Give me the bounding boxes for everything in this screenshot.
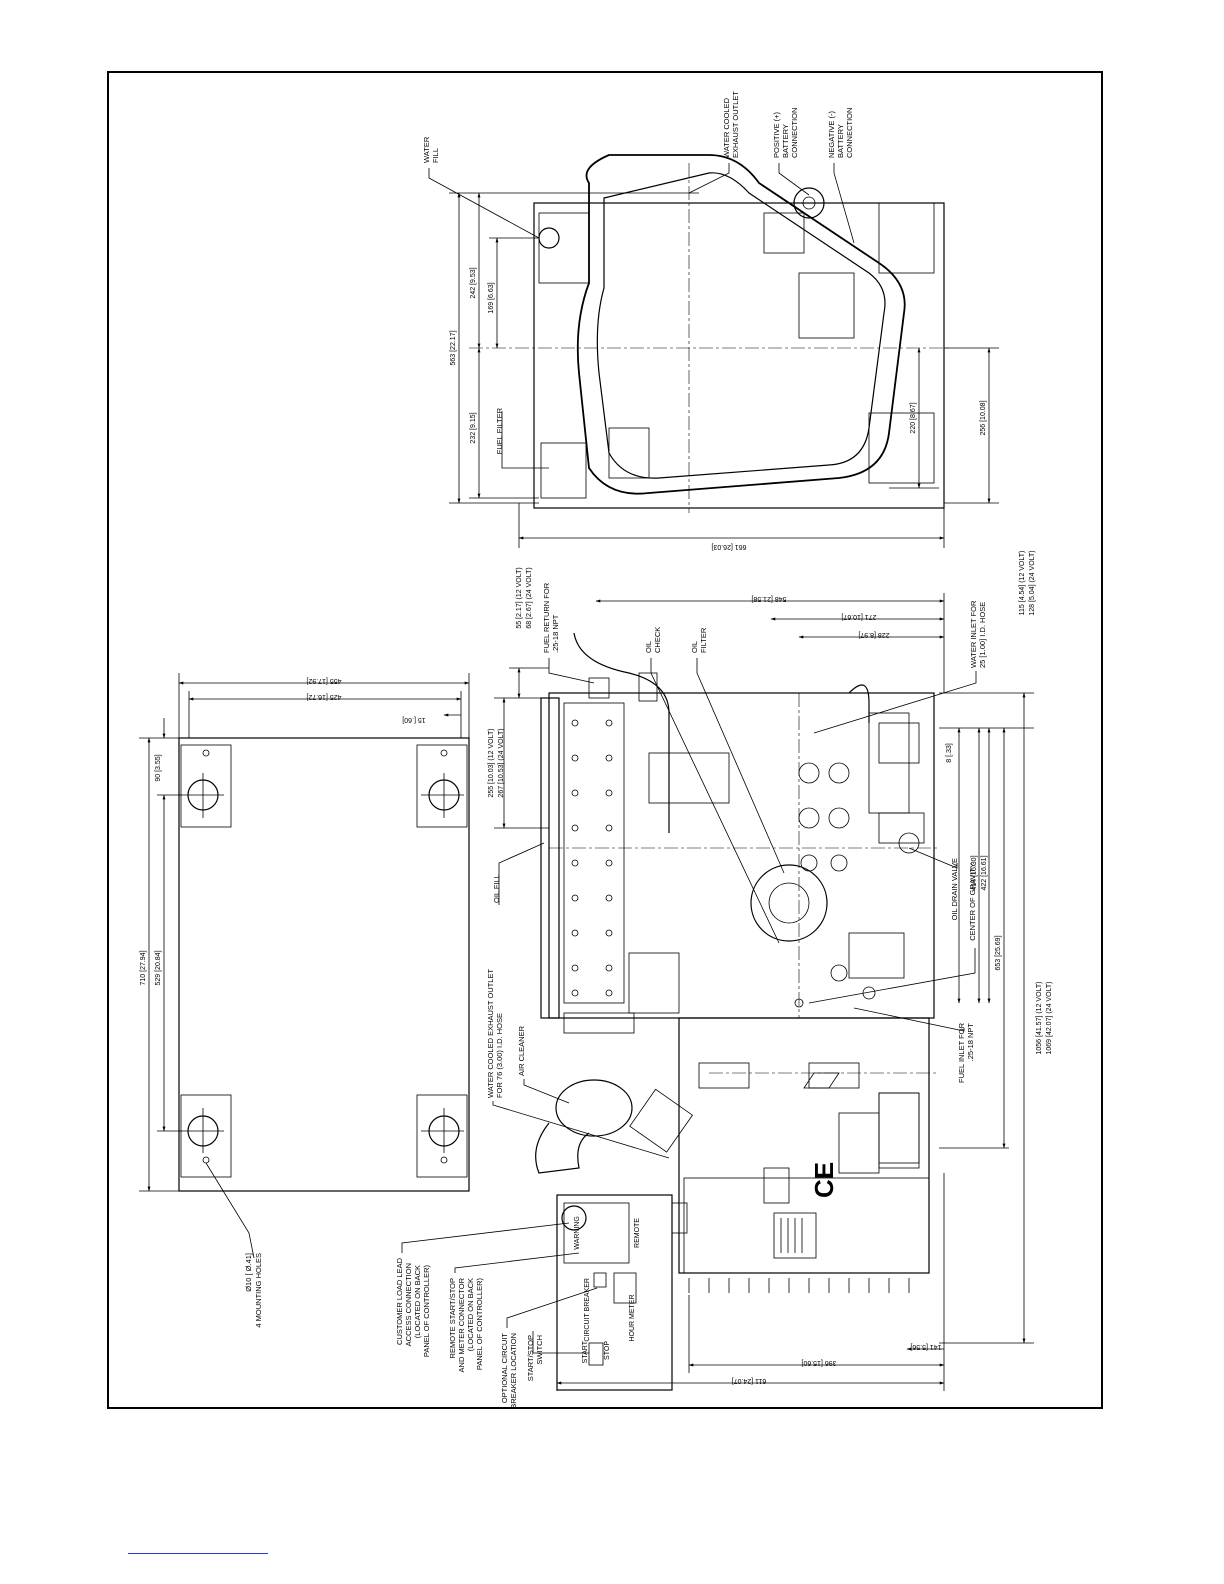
dim-15: 15 [.60] <box>402 716 425 723</box>
exhaust-hose <box>576 154 906 495</box>
generator-housing <box>678 1017 930 1274</box>
label-cog: CENTER OF GRAVITY <box>968 863 977 941</box>
label-exhaust-outlet-1: WATER COOLED EXHAUST OUTLET <box>486 969 495 1098</box>
label-oil-filter-1: OIL <box>690 641 699 653</box>
label-pos-battery-1: POSITIVE (+) <box>772 111 781 158</box>
label-remote-start-4: PANEL OF CONTROLLER) <box>475 1278 484 1371</box>
dim-710: 710 [27.94] <box>140 950 147 985</box>
dim-529: 529 [20.84] <box>155 950 162 985</box>
dim-1069: 1069 [42.07] (24 VOLT) <box>1046 981 1053 1054</box>
label-fuel-inlet-2: .25-18 NPT <box>966 1023 975 1062</box>
label-oil-check-1: OIL <box>644 641 653 653</box>
mounting-hole-bl <box>179 1094 232 1178</box>
dim-256: 256 [10.08] <box>980 400 987 435</box>
dim-422: 422 [16.61] <box>981 855 988 890</box>
label-oil-fill: OIL FILL <box>492 874 501 903</box>
dim-396: 396 [15.60] <box>801 1359 836 1366</box>
label-customer-load-1: CUSTOMER LOAD LEAD <box>395 1257 404 1345</box>
dim-90: 90 [3.55] <box>155 754 162 781</box>
dim-242: 242 [9.53] <box>470 267 477 298</box>
label-remote-start-2: AND METER CONNECTOR <box>457 1277 466 1372</box>
end-view: 563 [22.17] 242 [9.53] 169 [6.63] 232 [9… <box>422 91 999 550</box>
label-oil-filter-2: FILTER <box>699 627 708 653</box>
label-neg-battery-1: NEGATIVE (-) <box>827 111 836 158</box>
mounting-plate <box>178 737 470 1192</box>
dim-271: 271 [10.67] <box>841 613 876 620</box>
label-air-cleaner: AIR CLEANER <box>517 1025 526 1076</box>
dim-267: 267 [10.53] (24 VOLT) <box>498 728 505 797</box>
dim-455: 455 [17.92] <box>306 677 341 684</box>
label-exhaust-outlet-2: FOR 76 (3.00) I.D. HOSE <box>495 1013 504 1098</box>
dim-255: 255 [10.03] (12 VOLT) <box>488 728 495 797</box>
panel-hour-meter: HOUR METER <box>629 1294 636 1341</box>
mounting-hole-tl <box>179 744 232 828</box>
label-pos-battery-3: CONNECTION <box>790 108 799 158</box>
air-cleaner <box>555 1079 633 1137</box>
dim-141: 141 [5.56] <box>910 1343 941 1350</box>
mounting-plate-view: 710 [27.94] 529 [20.84] 90 [3.55] 455 [1… <box>139 673 470 1328</box>
controller-box <box>556 1194 673 1391</box>
label-exhaust-end-2: EXHAUST OUTLET <box>731 91 740 158</box>
label-start-stop-1: START/STOP <box>526 1335 535 1381</box>
dim-548: 548 [21.58] <box>751 595 786 602</box>
drawing-frame: 710 [27.94] 529 [20.84] 90 [3.55] 455 [1… <box>107 71 1103 1409</box>
mounting-holes-label: 4 MOUNTING HOLES <box>254 1253 263 1328</box>
footer-link-rule <box>128 1553 268 1554</box>
label-neg-battery-3: CONNECTION <box>845 108 854 158</box>
dim-653: 653 [25.69] <box>995 935 1002 970</box>
label-breaker-2: BREAKER LOCATION <box>509 1333 518 1409</box>
mounting-hole-tr <box>416 744 468 828</box>
label-customer-load-3: (LOCATED ON BACK <box>413 1265 422 1338</box>
panel-start: START <box>582 1340 589 1363</box>
label-neg-battery-2: BATTERY <box>836 124 845 158</box>
label-water-inlet-2: 25 [1.00] I.D. HOSE <box>978 602 987 668</box>
label-fuel-inlet-1: FUEL INLET FOR <box>957 1022 966 1083</box>
label-remote-start-1: REMOTE START/STOP <box>448 1278 457 1358</box>
label-water-fill-1: WATER <box>422 136 431 163</box>
side-view: CE <box>395 550 1053 1409</box>
label-water-inlet-1: WATER INLET FOR <box>969 600 978 668</box>
label-breaker-1: OPTIONAL CIRCUIT <box>500 1333 509 1404</box>
engine-block <box>548 692 935 1019</box>
dim-232: 232 [9.15] <box>470 412 477 443</box>
label-pos-battery-2: BATTERY <box>781 124 790 158</box>
dim-169: 169 [6.63] <box>488 282 495 313</box>
technical-drawing: 710 [27.94] 529 [20.84] 90 [3.55] 455 [1… <box>139 91 1053 1409</box>
panel-warning: WARNING <box>574 1216 581 1250</box>
dim-1056: 1056 [41.57] (12 VOLT) <box>1036 981 1043 1054</box>
label-water-fill-2: FILL <box>431 148 440 163</box>
dim-55: 55 [2.17] (12 VOLT) <box>516 567 523 628</box>
dim-8: 8 [.33] <box>946 743 953 763</box>
label-remote-start-3: (LOCATED ON BACK <box>466 1278 475 1351</box>
label-start-stop-2: SWITCH <box>535 1335 544 1365</box>
dim-661: 661 [26.03] <box>711 543 746 550</box>
panel-circuit-breaker: CIRCUIT BREAKER <box>584 1278 591 1342</box>
end-view-base <box>533 202 945 509</box>
dim-611: 611 [24.07] <box>732 1377 767 1384</box>
dim-68: 68 [2.67] (24 VOLT) <box>526 567 533 628</box>
label-customer-load-2: ACCESS CONNECTION <box>404 1263 413 1346</box>
dim-414: 414 [16.30] <box>971 855 978 890</box>
label-fuel-filter: FUEL FILTER <box>495 407 504 454</box>
label-fuel-return-2: .25-18 NPT <box>551 614 560 653</box>
panel-remote: REMOTE <box>634 1218 641 1248</box>
dim-220: 220 [8.67] <box>910 402 917 433</box>
dim-228: 228 [8.97] <box>858 631 889 638</box>
dim-115: 115 [4.54] (12 VOLT) <box>1019 551 1026 616</box>
mounting-holes-size: Ø10 [ Ø.41] <box>244 1253 253 1292</box>
label-customer-load-4: PANEL OF CONTROLLER) <box>422 1265 431 1358</box>
label-fuel-return-1: FUEL RETURN FOR <box>542 582 551 653</box>
mounting-hole-br <box>416 1094 468 1178</box>
dim-425: 425 [16.72] <box>306 693 341 700</box>
panel-stop: STOP <box>604 1341 611 1360</box>
ce-mark: CE <box>809 1162 839 1198</box>
dim-128: 128 [5.04] (24 VOLT) <box>1029 550 1036 615</box>
label-exhaust-end-1: WATER COOLED <box>722 97 731 158</box>
label-oil-check-2: CHECK <box>653 627 662 653</box>
label-oil-drain: OIL DRAIN VALVE <box>950 858 959 920</box>
dim-563: 563 [22.17] <box>450 330 457 365</box>
